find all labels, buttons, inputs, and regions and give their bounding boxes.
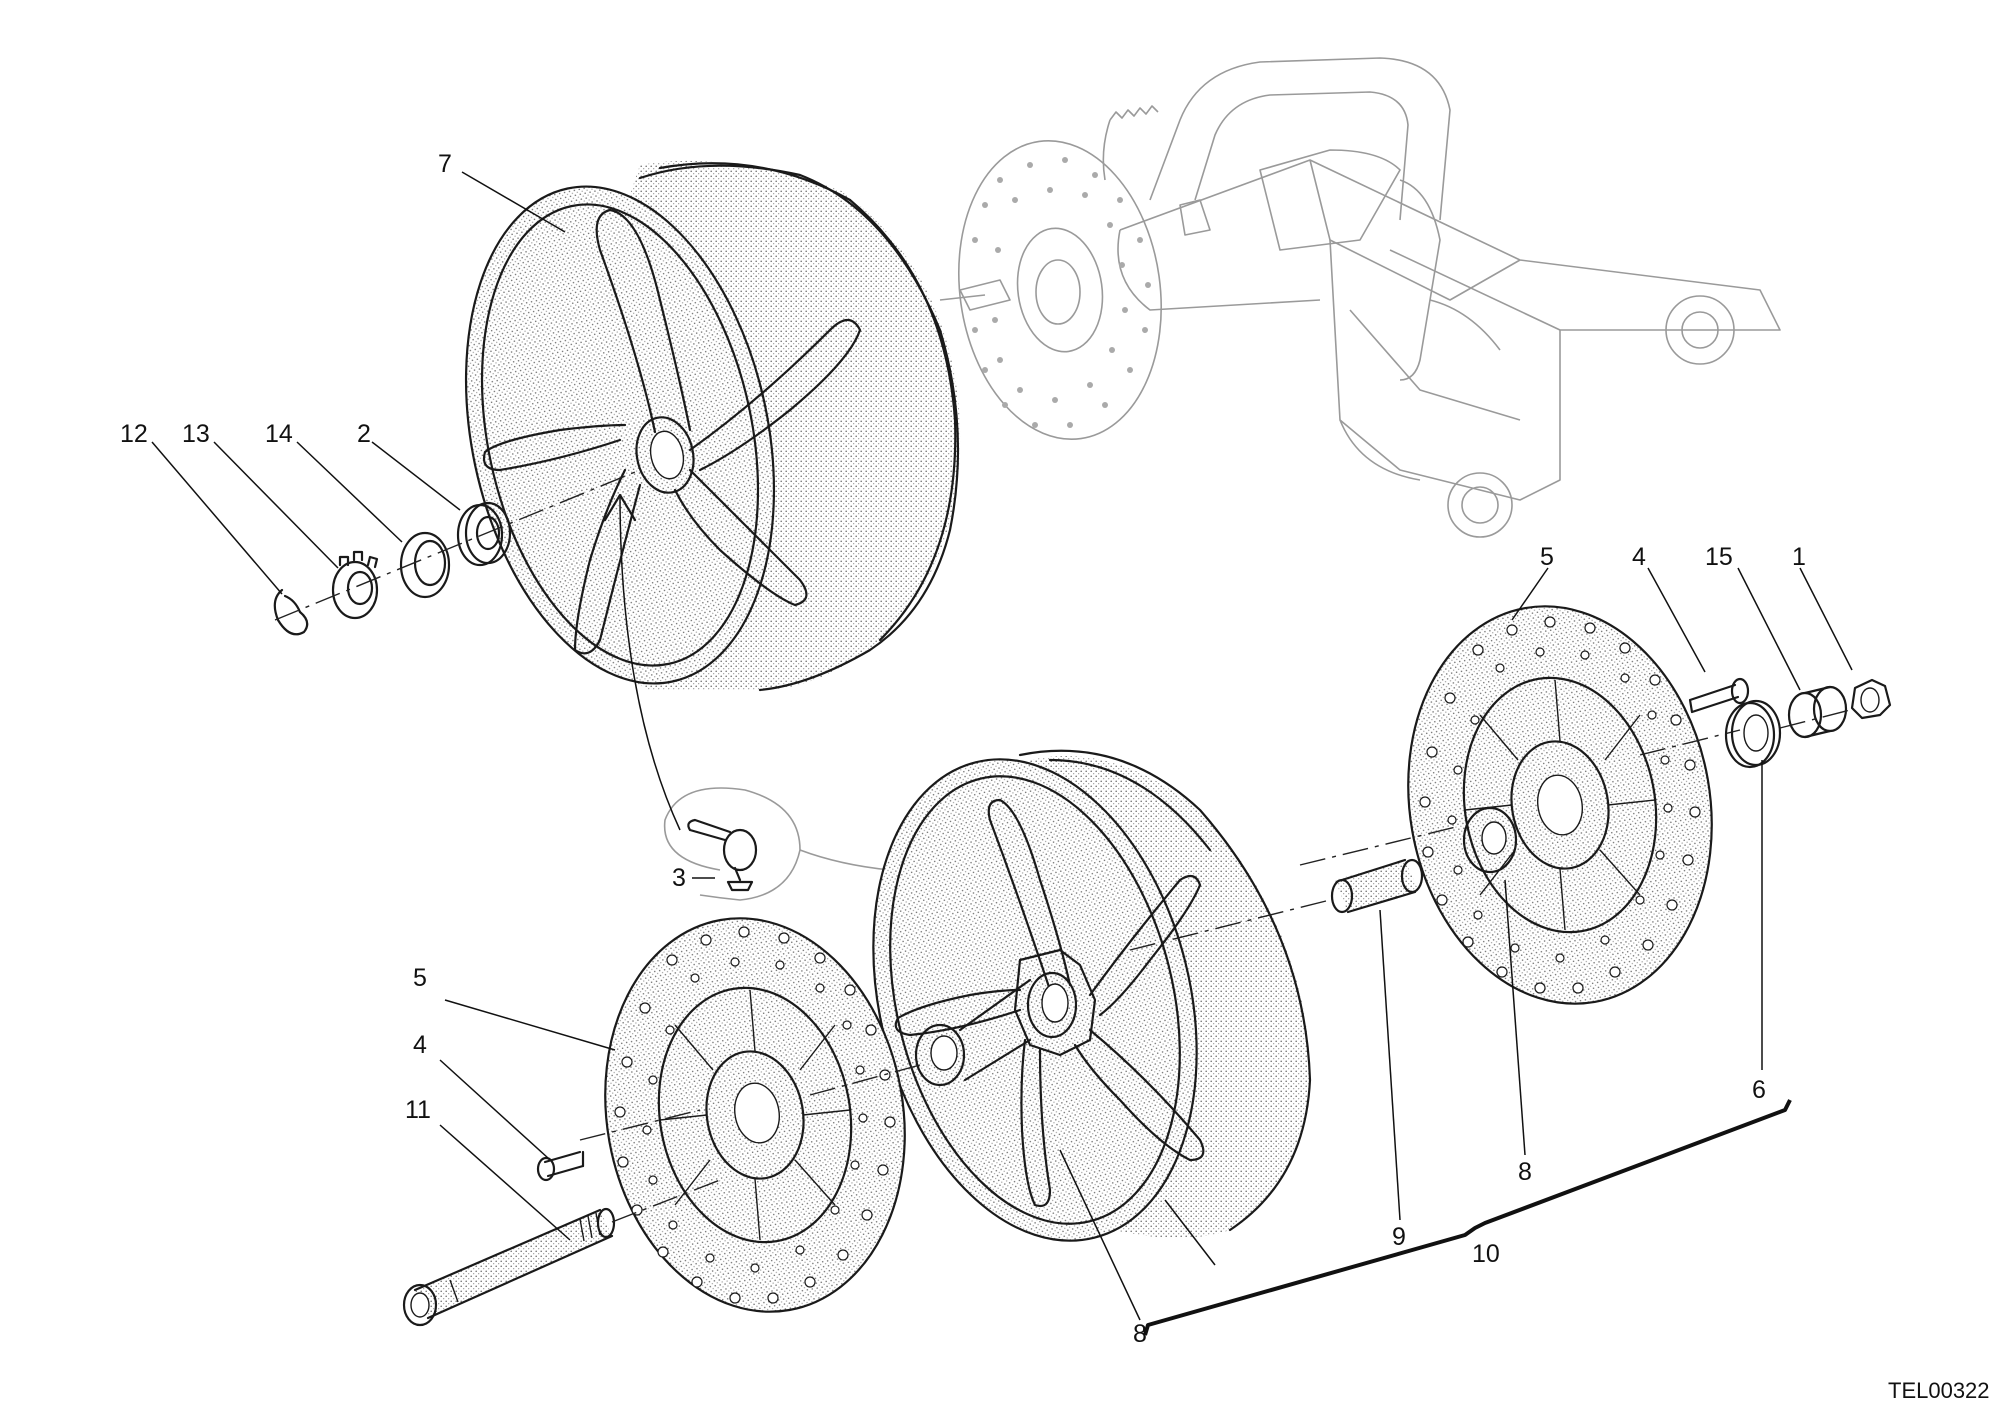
assembly-bracket [1143,1099,1792,1336]
bearing-part [914,1023,966,1087]
castle-nut-part [331,560,379,620]
leader-lines [151,171,1853,1321]
callout-5-left: 5 [413,964,427,992]
callout-11: 11 [405,1096,431,1124]
callout-5-right: 5 [1540,543,1554,571]
rear-wheel [464,160,961,692]
callout-4-left: 4 [413,1031,427,1059]
callout-10: 10 [1472,1240,1500,1268]
left-brake-disc [579,917,921,1313]
callout-8-right: 8 [1518,1158,1532,1186]
callout-4-right: 4 [1632,543,1646,571]
rear-hub-parts [273,469,641,636]
callout-3: 3 [672,864,686,892]
front-wheel [872,749,1312,1242]
clip-part [273,588,309,636]
callout-9: 9 [1392,1223,1406,1251]
ghost-swingarm [939,57,1781,538]
callout-labels: 7 12 13 14 2 3 5 4 15 1 6 8 9 10 5 4 11 … [120,150,1990,1403]
callout-2: 2 [357,420,371,448]
spacer-9 [1129,855,1471,951]
bolt-part [1688,683,1740,714]
front-axle-parts [402,1150,721,1327]
drawing-code: TEL00322 [1888,1378,1990,1403]
callout-1: 1 [1792,543,1806,571]
callout-12: 12 [120,420,148,448]
callout-8-left: 8 [1133,1320,1147,1348]
bearing-part [1462,806,1518,874]
callout-13: 13 [182,420,210,448]
right-axle-parts [1688,677,1892,769]
bolt-part [543,1150,585,1178]
callout-7: 7 [438,150,452,178]
washer-part [399,531,451,599]
callout-15: 15 [1705,543,1733,571]
callout-14: 14 [265,420,293,448]
callout-6: 6 [1752,1076,1766,1104]
right-brake-disc [1299,605,1741,1005]
